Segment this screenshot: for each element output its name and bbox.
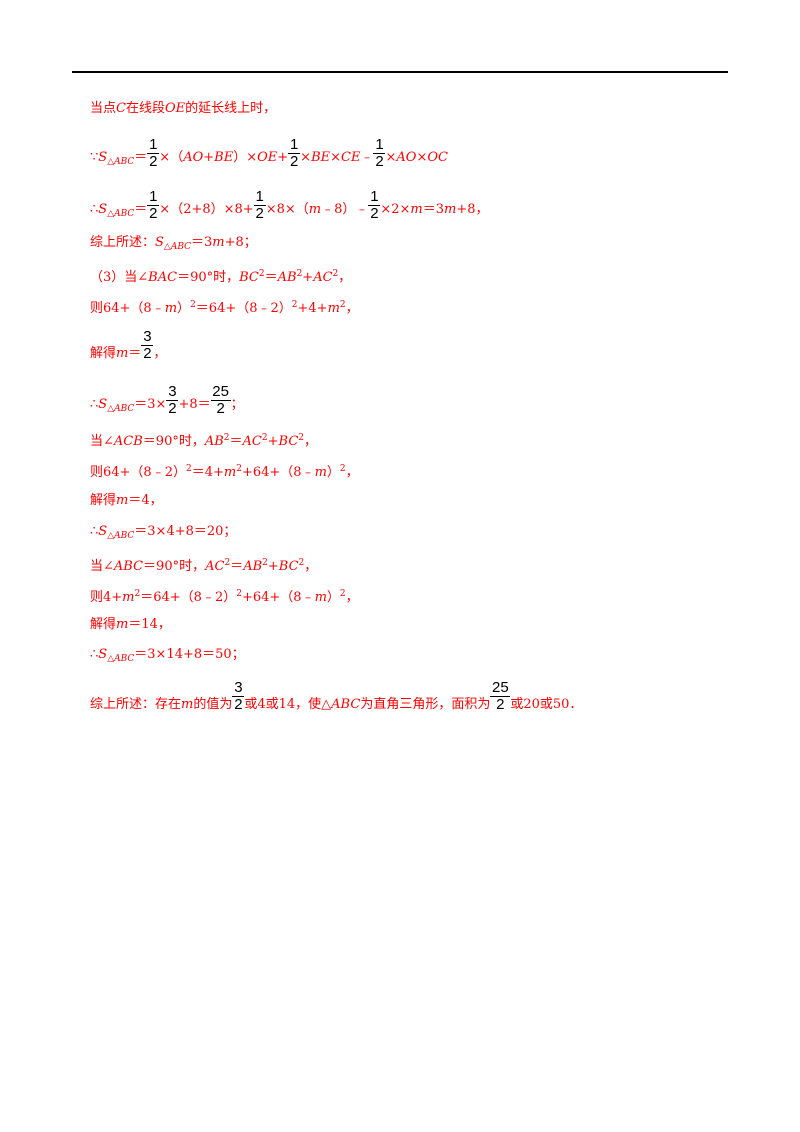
line-11: 解得m＝4， xyxy=(90,493,163,508)
line-4: 综上所述：S△ABC＝3m+8； xyxy=(90,235,257,252)
line-9: 当∠ACB＝90°时，AB2＝AC2+BC2， xyxy=(90,433,318,449)
line-1: 当点C在线段OE的延长线上时， xyxy=(90,101,277,116)
line-5: （3）当∠BAC＝90°时，BC2＝AB2+AC2， xyxy=(90,269,352,285)
line-12: ∴S△ABC＝3×4+8＝20； xyxy=(90,524,237,541)
line-15: 解得m＝14， xyxy=(90,617,171,632)
line-6: 则64+（8﹣m）2＝64+（8﹣2）2+4+m2， xyxy=(90,300,359,316)
line-13: 当∠ABC＝90°时，AC2＝AB2+BC2， xyxy=(90,558,318,574)
header-rule xyxy=(72,71,728,73)
line-10: 则64+（8﹣2）2＝4+m2+64+（8﹣m）2， xyxy=(90,464,359,480)
line-16: ∴S△ABC＝3×14+8＝50； xyxy=(90,647,245,664)
line-14: 则4+m2＝64+（8﹣2）2+64+（8﹣m）2， xyxy=(90,589,359,605)
